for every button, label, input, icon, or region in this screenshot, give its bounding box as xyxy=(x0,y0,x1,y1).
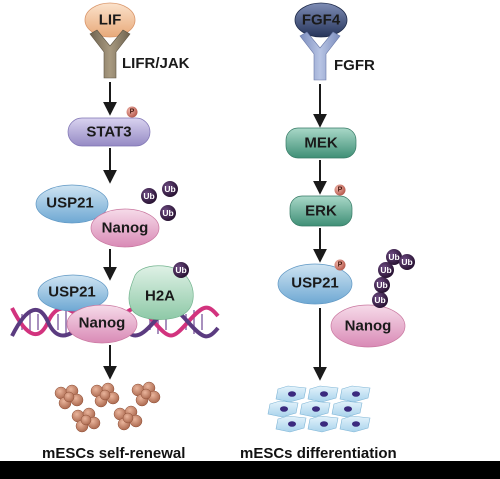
cell-cluster xyxy=(71,407,101,433)
chromatin-complex: USP21 H2A Ub Nanog xyxy=(37,262,194,344)
ubiquitin-label: Ub xyxy=(388,252,399,262)
bottom-bar xyxy=(0,461,500,479)
nanog-bottom-label: Nanog xyxy=(79,315,126,332)
ubiquitin-label: Ub xyxy=(175,265,186,275)
h2a-label: H2A xyxy=(145,288,175,305)
ubiquitin-label: Ub xyxy=(380,265,391,275)
phospho-badge xyxy=(126,106,138,118)
erk-node: ERK P xyxy=(289,184,353,227)
stat3-label: STAT3 xyxy=(86,124,131,141)
cell-cluster xyxy=(90,382,120,408)
ubiquitin-label: Ub xyxy=(164,184,175,194)
fgf4-label: FGF4 xyxy=(302,12,341,29)
nanog-top-label: Nanog xyxy=(102,220,149,237)
diff-cell xyxy=(307,415,339,433)
mek-node: MEK xyxy=(285,127,357,159)
diff-cell xyxy=(339,415,371,433)
diff-cell xyxy=(331,400,363,418)
cell-cluster xyxy=(131,381,161,407)
diff-cell xyxy=(267,400,299,418)
lifr-jak-receptor: LIFR/JAK xyxy=(89,29,190,79)
usp21-right-node: USP21 P xyxy=(277,259,353,305)
diff-cell xyxy=(275,385,307,403)
stat3-node: STAT3 P xyxy=(67,106,151,147)
mek-label: MEK xyxy=(304,135,338,152)
lif-ligand: LIF xyxy=(84,2,136,38)
phospho-badge xyxy=(334,184,346,196)
left-pathway: LIF LIFR/JAK STAT3 P USP21 Nanog Ub U xyxy=(10,2,220,461)
cell-cluster xyxy=(113,405,143,431)
ubiquitin-label: Ub xyxy=(374,295,385,305)
diagram-canvas: LIF LIFR/JAK STAT3 P USP21 Nanog Ub U xyxy=(10,2,415,461)
right-pathway: FGF4 FGFR MEK ERK P USP21 P xyxy=(240,2,415,461)
ubiquitin-cluster: Ub Ub Ub xyxy=(141,181,178,221)
differentiation-caption: mESCs differentiation xyxy=(240,445,397,461)
phospho-label: P xyxy=(338,262,343,269)
fgfr-label: FGFR xyxy=(334,57,375,74)
cell-cluster xyxy=(54,384,84,410)
usp21-nanog-complex: USP21 Nanog Ub Ub Ub xyxy=(35,181,178,248)
ubiquitin-label: Ub xyxy=(401,257,412,267)
ubiquitin-badge xyxy=(173,262,189,278)
nanog-right-node: Nanog Ub Ub Ub Ub Ub xyxy=(330,249,415,348)
phospho-label: P xyxy=(130,109,135,116)
diff-cell xyxy=(275,415,307,433)
differentiated-cells xyxy=(267,385,371,433)
phospho-badge xyxy=(334,259,346,271)
lifr-jak-label: LIFR/JAK xyxy=(122,55,190,72)
usp21-right-label: USP21 xyxy=(291,275,339,292)
ubiquitin-label: Ub xyxy=(162,208,173,218)
ubiquitin-label: Ub xyxy=(376,280,387,290)
self-renewal-caption: mESCs self-renewal xyxy=(42,445,185,461)
ubiquitin-label: Ub xyxy=(143,191,154,201)
erk-label: ERK xyxy=(305,203,337,220)
diff-cell xyxy=(339,385,371,403)
diff-cell xyxy=(307,385,339,403)
fgfr-receptor: FGFR xyxy=(299,31,375,81)
diff-cell xyxy=(299,400,331,418)
fgf4-ligand: FGF4 xyxy=(294,2,348,38)
lif-label: LIF xyxy=(99,12,122,29)
nanog-right-label: Nanog xyxy=(345,318,392,335)
polyubiquitin-chain: Ub Ub Ub Ub Ub xyxy=(372,249,415,308)
usp21-bottom-label: USP21 xyxy=(48,284,96,301)
self-renewal-colonies xyxy=(54,381,161,433)
phospho-label: P xyxy=(338,187,343,194)
usp21-top-label: USP21 xyxy=(46,195,94,212)
